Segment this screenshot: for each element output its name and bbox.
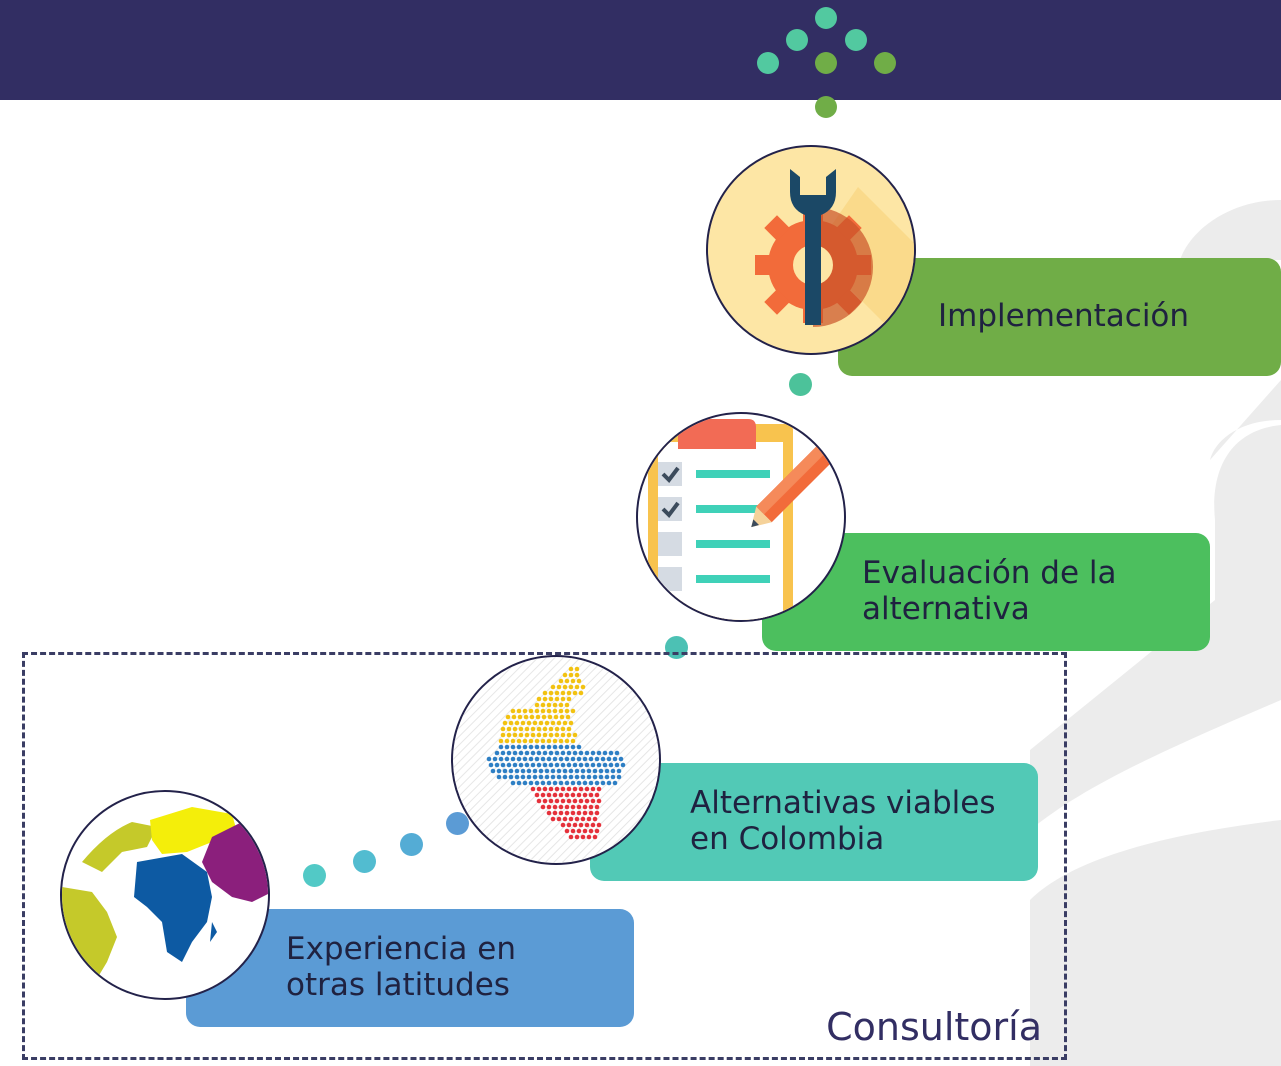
consultoria-group-frame: Consultoría — [22, 652, 1067, 1060]
connector-dot — [353, 850, 376, 873]
colombia-map-icon — [451, 655, 661, 865]
step-experience: Experiencia en otras latitudes — [186, 909, 634, 1027]
step-alternatives-line1: Alternativas viables — [690, 785, 996, 821]
step-alternatives-line2: en Colombia — [690, 821, 885, 857]
checklist-icon — [636, 412, 846, 622]
step-implementation-label: Implementación — [938, 298, 1190, 334]
step-experience-line1: Experiencia en — [286, 931, 516, 967]
step-evaluation-line1: Evaluación de la — [862, 555, 1117, 591]
connector-dot — [789, 373, 812, 396]
logo-dots — [757, 7, 896, 118]
connector-dot — [446, 812, 469, 835]
step-evaluation: Evaluación de la alternativa — [762, 533, 1210, 651]
step-alternatives: Alternativas viables en Colombia — [590, 763, 1038, 881]
connector-dot — [303, 864, 326, 887]
globe-icon — [60, 790, 270, 1000]
wrench-gear-icon — [706, 145, 916, 355]
step-evaluation-line2: alternativa — [862, 591, 1030, 627]
header-bar — [0, 0, 1281, 100]
connector-dot — [400, 833, 423, 856]
consultoria-label: Consultoría — [826, 1005, 1042, 1049]
step-experience-line2: otras latitudes — [286, 967, 510, 1003]
